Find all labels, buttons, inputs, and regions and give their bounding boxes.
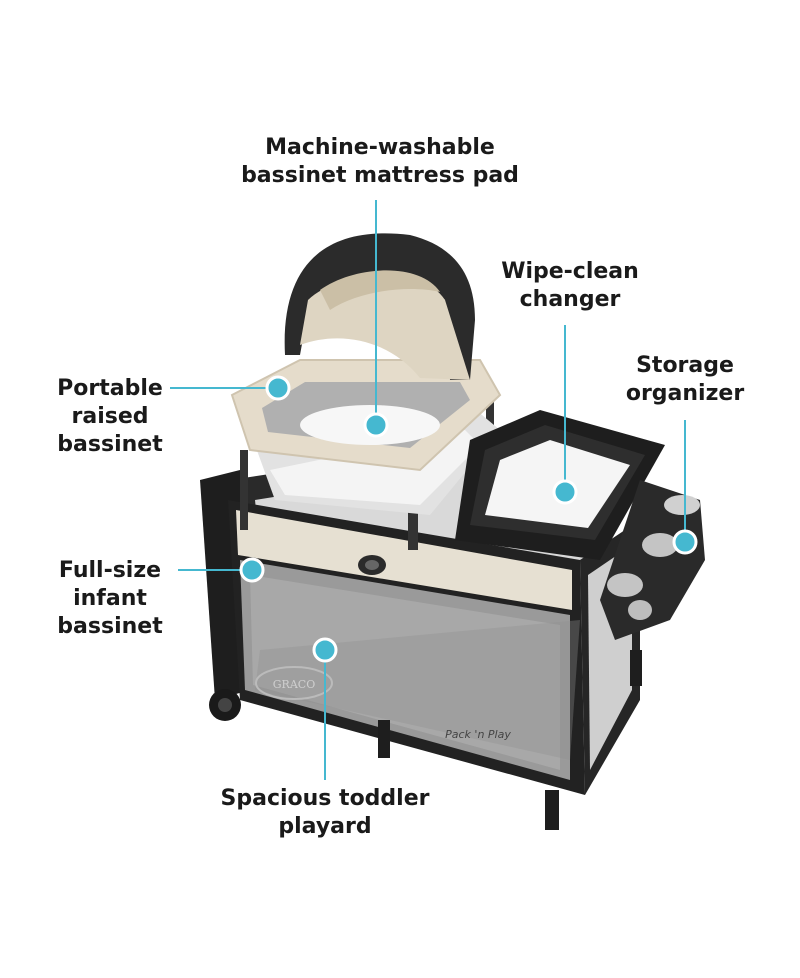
callout-infant-bassinet-line2: infant [73,586,147,611]
callout-changer: Wipe-clean changer [470,258,670,314]
changer-dot [552,479,578,505]
brand-logo-text: GRACO [273,678,315,691]
playard-dot [312,637,338,663]
callout-mattress-pad: Machine-washable bassinet mattress pad [230,134,530,190]
callout-changer-line1: Wipe-clean [501,259,639,284]
callout-organizer: Storage organizer [600,352,770,408]
raised-bassinet-dot [265,375,291,401]
callout-organizer-line1: Storage [636,353,734,378]
callout-changer-line2: changer [519,287,621,312]
organizer-dot [672,529,698,555]
callout-raised-bassinet-line3: bassinet [57,432,163,457]
callout-infant-bassinet-line3: bassinet [57,614,163,639]
model-logo-text: Pack 'n Play [445,728,511,741]
storage-organizer [600,480,705,640]
mattress-pad-dot [363,412,389,438]
callout-infant-bassinet: Full-size infant bassinet [40,557,180,641]
callout-organizer-line2: organizer [625,381,745,406]
callout-playard-line1: Spacious toddler [220,786,430,811]
infant-bassinet-dot [239,557,265,583]
callout-playard-line2: playard [278,814,372,839]
callout-infant-bassinet-line1: Full-size [58,558,162,583]
callout-mattress-pad-line2: bassinet mattress pad [241,163,519,188]
callout-raised-bassinet-line2: raised [71,404,149,429]
callout-playard: Spacious toddler playard [200,785,450,841]
callout-mattress-pad-line1: Machine-washable [265,135,495,160]
callout-lines [170,200,686,780]
raised-bassinet [230,233,502,550]
callout-raised-bassinet: Portable raised bassinet [40,375,180,459]
callout-raised-bassinet-line1: Portable [57,376,163,401]
callout-dots [239,375,698,663]
